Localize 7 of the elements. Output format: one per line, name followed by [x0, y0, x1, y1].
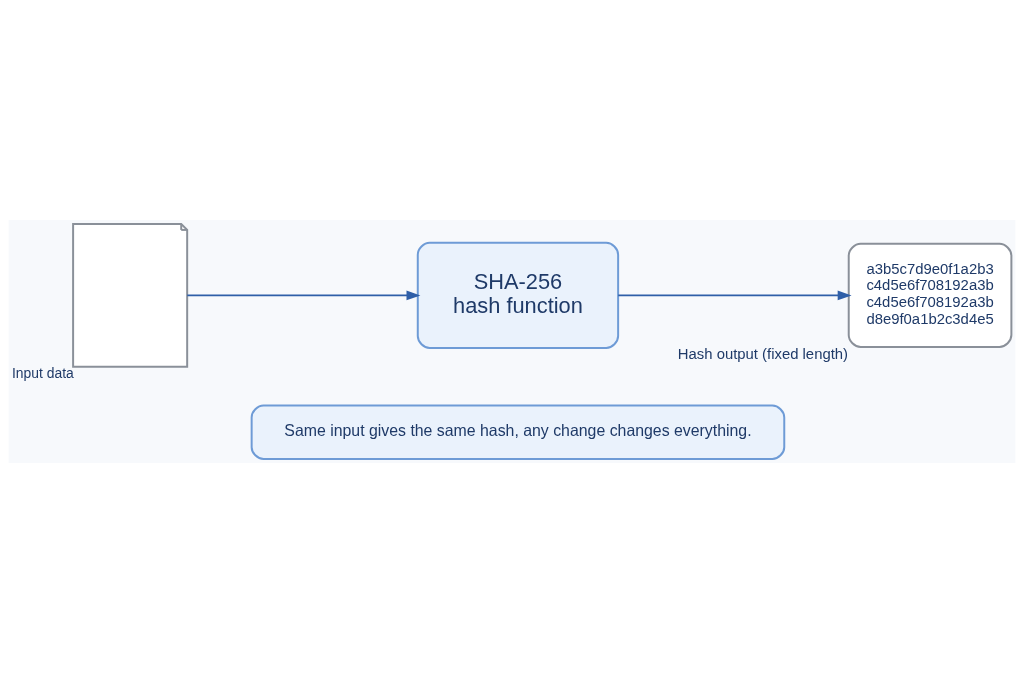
node-label: Input data: [11, 364, 74, 381]
arrow: [186, 290, 421, 301]
node-box: Same input gives the same hash, any change changes everything.: [250, 404, 786, 460]
node-box: SHA-256 hash function: [416, 241, 620, 349]
node-box: a3b5c7d9e0f1a2b3 c4d5e6f708192a3b c4d5e6f708192a3b d8e9f0a1b2c3d4e5: [847, 242, 1013, 348]
arrow: [617, 290, 852, 301]
node-label: Hash output (fixed length): [677, 345, 849, 362]
